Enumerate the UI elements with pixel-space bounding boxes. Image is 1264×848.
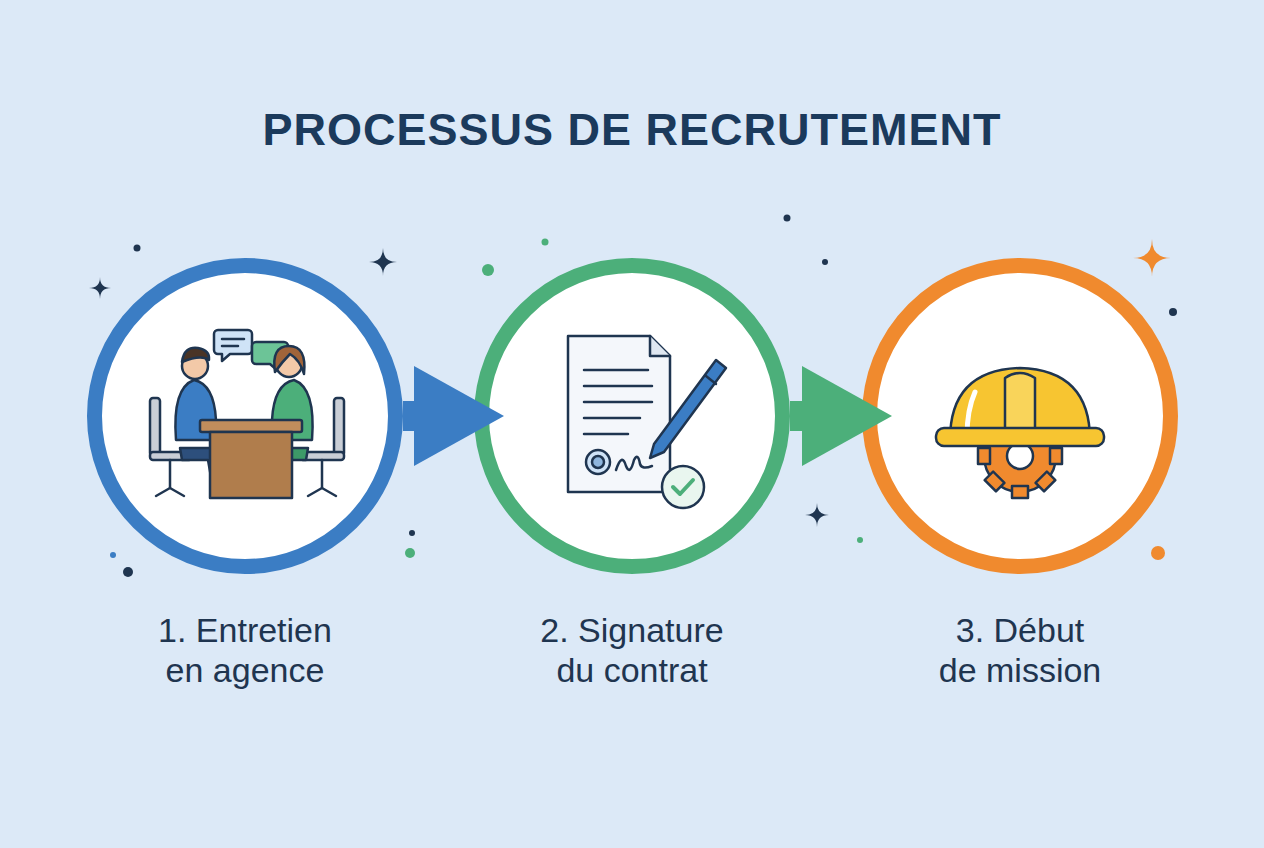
- circle-ring: [870, 266, 1171, 567]
- dot: [123, 567, 133, 577]
- step-circle: 3. Début de mission: [862, 258, 1178, 574]
- dot: [542, 239, 549, 246]
- step-circle: 1. Entretien en agence: [87, 258, 403, 574]
- dot: [1151, 546, 1165, 560]
- dot: [482, 264, 494, 276]
- sparkle: [89, 277, 111, 299]
- step-label: 2. Signature du contrat: [527, 610, 737, 690]
- sparkle: [805, 503, 829, 527]
- circle-outline: [87, 258, 403, 574]
- dot: [405, 548, 415, 558]
- dot: [1169, 308, 1177, 316]
- circle-ring: [95, 266, 396, 567]
- dot: [110, 552, 116, 558]
- step-circle: 2. Signature du contrat: [474, 258, 790, 574]
- dot: [822, 259, 828, 265]
- diagram-title: PROCESSUS DE RECRUTEMENT: [0, 104, 1264, 156]
- sparkle: [1133, 239, 1171, 277]
- dot: [784, 215, 791, 222]
- step-label: 3. Début de mission: [936, 610, 1104, 690]
- step-label: 1. Entretien en agence: [140, 610, 350, 690]
- dot: [409, 530, 415, 536]
- flow-arrow: [403, 401, 474, 431]
- circle-ring: [482, 266, 783, 567]
- sparkle: [369, 248, 397, 276]
- dot: [134, 245, 141, 252]
- flow-arrow: [790, 401, 862, 431]
- dot: [857, 537, 863, 543]
- circle-outline: [474, 258, 790, 574]
- circle-outline: [862, 258, 1178, 574]
